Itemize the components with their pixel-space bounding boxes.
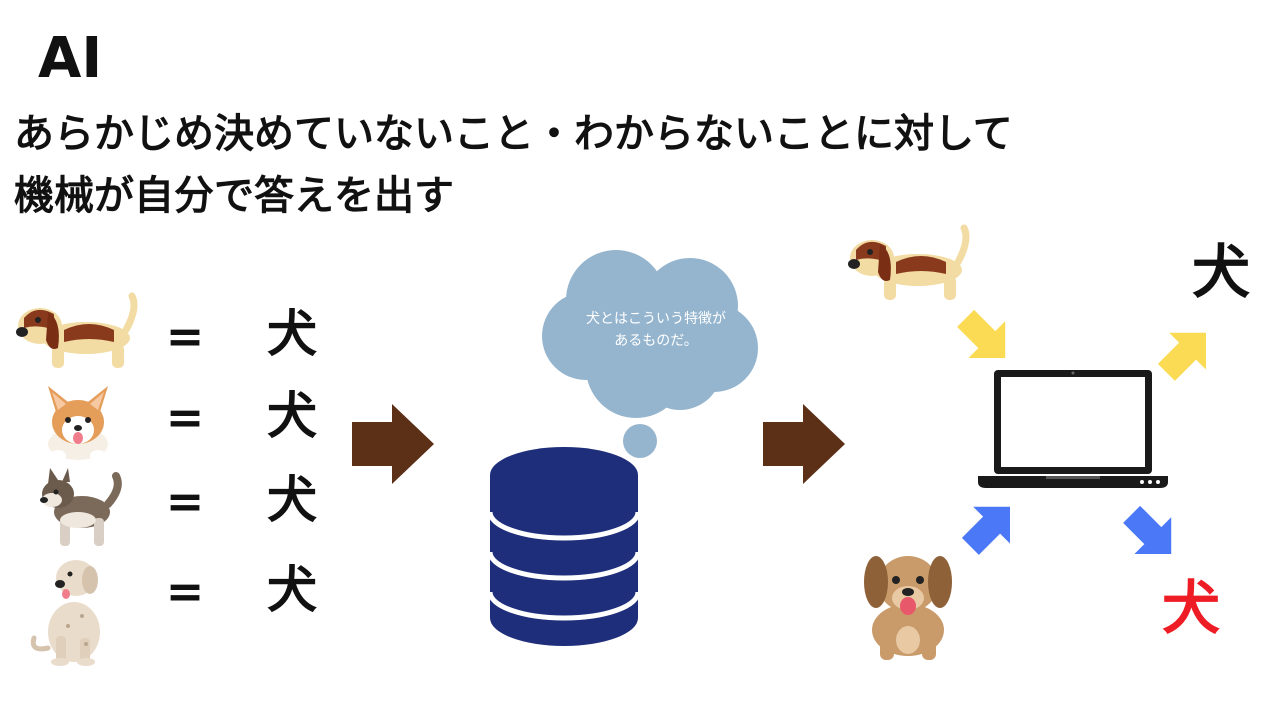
beagle-input-icon [848, 228, 966, 300]
labrador-icon [33, 560, 100, 666]
output-label-top: 犬 [1191, 238, 1250, 306]
subtitle-line-2: 機械が自分で答えを出す [14, 173, 454, 219]
puppy-input-icon [864, 556, 952, 660]
output-label-bottom: 犬 [1161, 574, 1220, 642]
thought-bubble [542, 250, 758, 458]
arrow-down-right-icon [1113, 496, 1190, 573]
arrow-up-right-icon [1148, 314, 1225, 391]
dog-label: 犬 [267, 305, 317, 363]
subtitle-line-1: あらかじめ決めていないこと・わからないことに対して [14, 111, 1013, 157]
dog-label: 犬 [267, 387, 317, 445]
arrow-right-icon [352, 404, 434, 484]
thought-line-2: あるものだ。 [614, 333, 698, 349]
database-icon [487, 447, 641, 646]
husky-icon [40, 468, 118, 546]
equals-sign: = [165, 474, 205, 528]
dog-label: 犬 [267, 561, 317, 619]
beagle-icon [16, 296, 134, 368]
equals-sign: = [165, 390, 205, 444]
corgi-icon [48, 386, 108, 462]
page-title: AI [38, 26, 103, 91]
equals-sign: = [165, 564, 205, 618]
arrow-down-right-icon [947, 300, 1024, 377]
thought-bubble-text: 犬とはこういう特徴が あるものだ。 [552, 308, 760, 352]
dog-label: 犬 [267, 471, 317, 529]
thought-line-1: 犬とはこういう特徴が [586, 311, 726, 327]
laptop-icon [978, 370, 1168, 488]
arrow-up-right-icon [952, 488, 1029, 565]
arrow-right-icon [763, 404, 845, 484]
equals-sign: = [165, 309, 205, 363]
